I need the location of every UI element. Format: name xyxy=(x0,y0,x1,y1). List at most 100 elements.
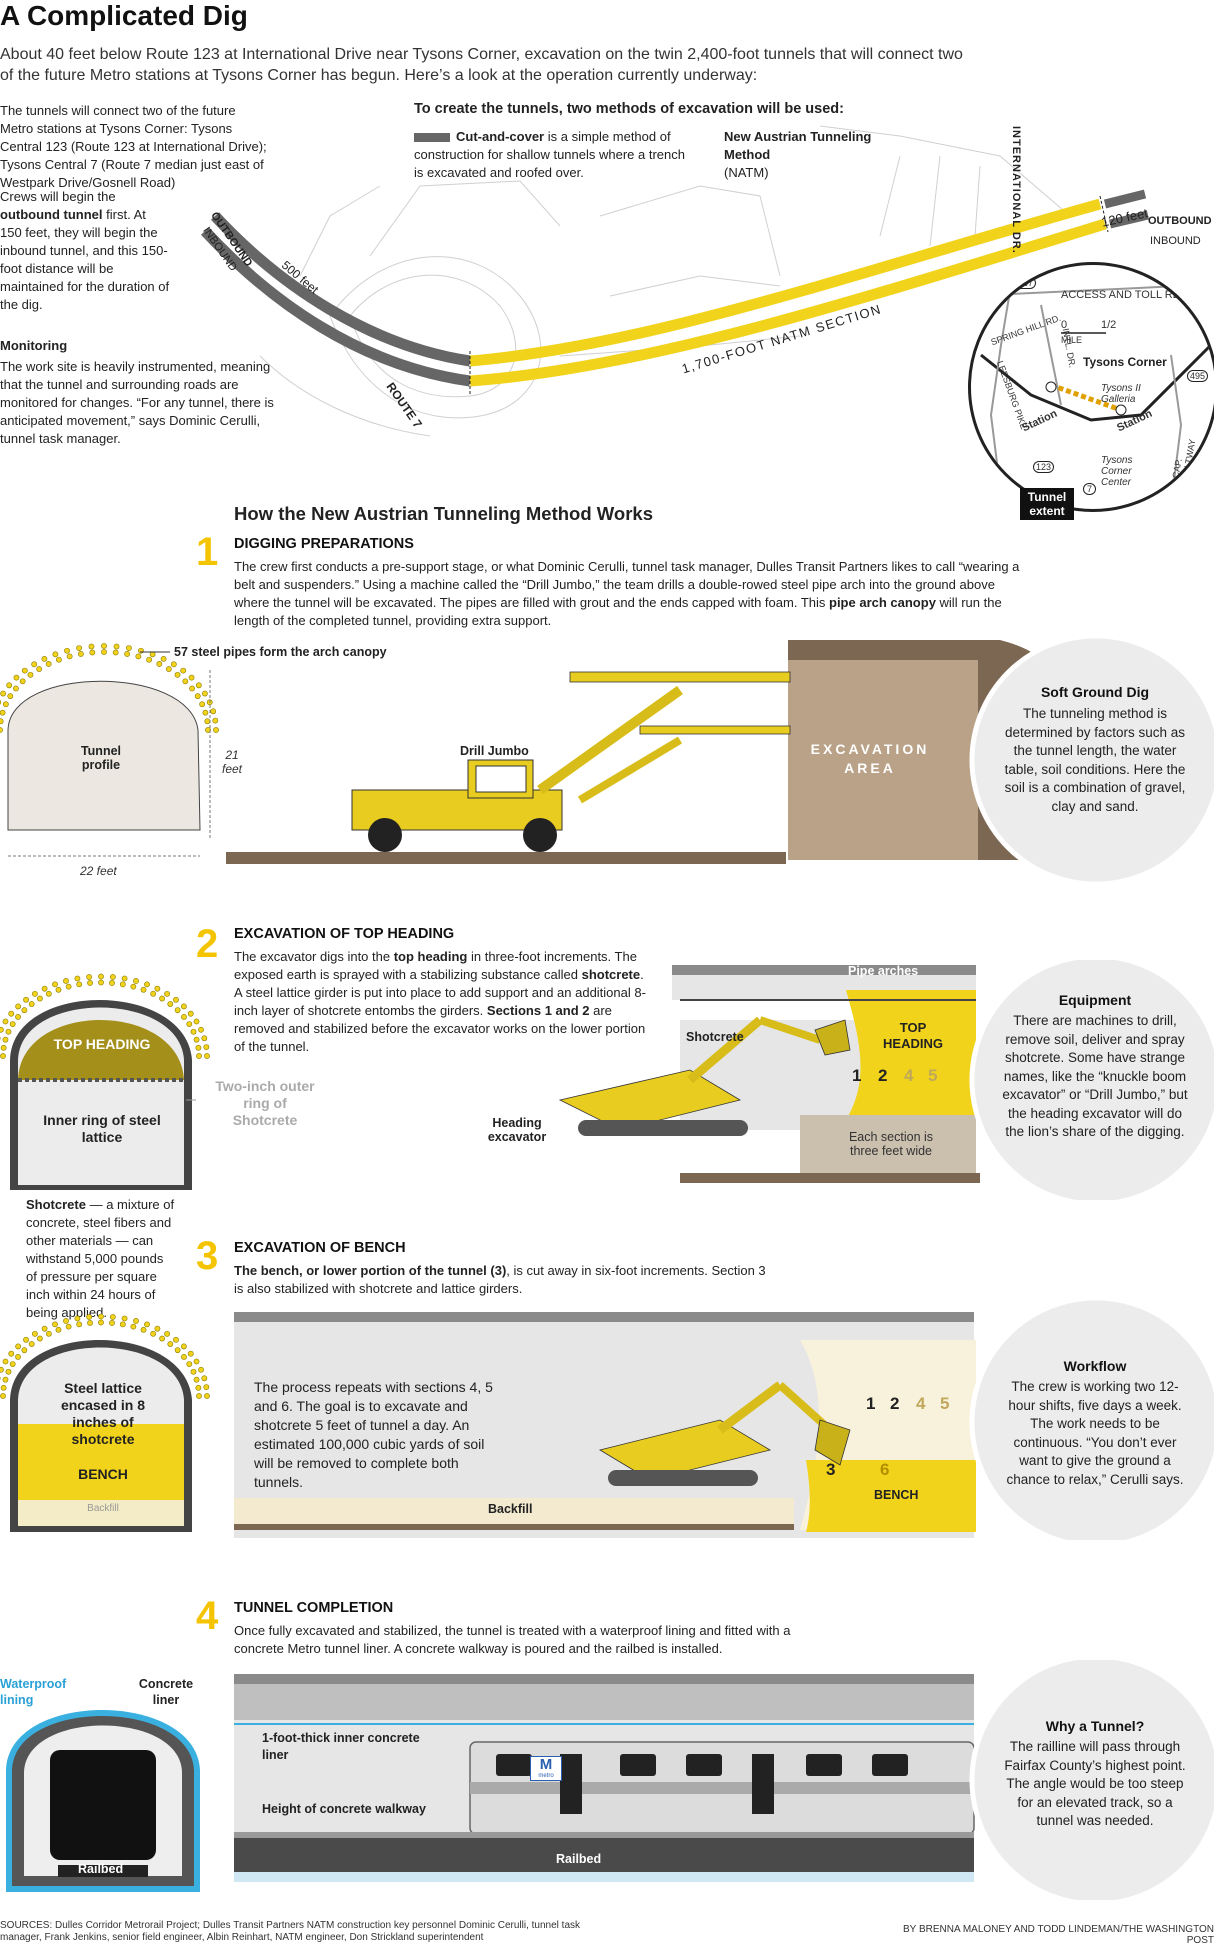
pipe-dot xyxy=(164,990,170,997)
pipe-dot xyxy=(87,1320,93,1326)
pipe-dot xyxy=(144,1321,150,1328)
pipe-dot xyxy=(199,701,206,708)
pipe-dot xyxy=(210,708,217,715)
pipe-dot xyxy=(188,674,195,681)
pipe-dot xyxy=(21,1347,28,1354)
pipe-dot xyxy=(41,1325,48,1332)
pipe-dot xyxy=(0,1044,7,1051)
pipe-dot xyxy=(196,1053,202,1059)
inner-liner-label: 1-foot-thick inner concrete liner xyxy=(262,1731,420,1762)
step2-side-text: There are machines to drill, remove soil… xyxy=(1002,1013,1188,1139)
tunnel-profile-label: Tunnel profile xyxy=(80,744,122,772)
pipe-dot xyxy=(0,727,3,733)
pipe-dot xyxy=(88,643,95,650)
pipe-dot xyxy=(193,1358,200,1365)
pipe-dot xyxy=(140,986,147,993)
pipe-dot xyxy=(52,651,59,658)
pipe-dot xyxy=(41,985,48,992)
pipe-dot xyxy=(8,1010,15,1017)
pipe-dot xyxy=(202,709,209,716)
pipe-dot xyxy=(121,975,128,982)
inset-locator-map: ACCESS AND TOLL RD 0 1/2 MILE Tysons Cor… xyxy=(968,262,1214,512)
step3-title: EXCAVATION OF BENCH xyxy=(234,1240,406,1256)
pipe-dot xyxy=(2,1358,9,1365)
pipe-dot xyxy=(0,1366,4,1373)
pipe-dot xyxy=(204,718,211,725)
top-heading-side-label: TOP HEADING xyxy=(883,1020,943,1051)
outer-ring-label: Two-inch outer ring of Shotcrete xyxy=(215,1078,315,1128)
drill-jumbo-label: Drill Jumbo xyxy=(460,744,529,758)
metro-logo-m: M xyxy=(539,1756,553,1773)
step1-text: The crew first conducts a pre-support st… xyxy=(234,558,1028,630)
step3-side-title: Workflow xyxy=(1063,1358,1127,1374)
pipe-dot xyxy=(180,1343,187,1350)
pipe-dot xyxy=(205,727,211,733)
section-2: 2 xyxy=(878,1066,888,1085)
step2-t3: . A steel lattice girder is put into pla… xyxy=(234,967,646,1018)
step2-number: 2 xyxy=(196,922,219,966)
pipe-dot xyxy=(76,645,82,652)
step1-text-a: The crew first conducts a pre-support st… xyxy=(234,559,1020,610)
pipe-dot xyxy=(174,1347,181,1354)
pipe-dot xyxy=(27,671,34,678)
scale-half: 1/2 xyxy=(1101,319,1117,331)
pipe-dot xyxy=(65,1323,72,1330)
crews-bold: outbound tunnel xyxy=(0,207,103,222)
pipe-dot xyxy=(7,693,14,700)
waterproof-label: Waterproof lining xyxy=(0,1677,67,1707)
pipe-dot xyxy=(74,1315,81,1322)
pipe-dot xyxy=(23,996,29,1003)
pipe-dot xyxy=(119,1321,126,1328)
pipe-dot xyxy=(32,1330,38,1337)
step2-title: EXCAVATION OF TOP HEADING xyxy=(234,926,455,942)
outbound-right-label: OUTBOUND xyxy=(1148,215,1212,227)
intl-dr-label: INTERNATIONAL DR. xyxy=(1010,126,1022,254)
heading-excavator-label: Heading excavator xyxy=(487,1116,547,1144)
pipe-dot xyxy=(28,1001,35,1007)
natm-heading: How the New Austrian Tunneling Method Wo… xyxy=(234,503,653,524)
crews-prefix: Crews will begin the xyxy=(0,189,116,204)
step1-side-text: The tunneling method is determined by fa… xyxy=(1004,706,1186,814)
heading-excavator-machine xyxy=(558,1016,851,1136)
step3-t1b: The bench, or lower portion of the tunne… xyxy=(234,1263,507,1278)
pipe-dot xyxy=(201,1375,208,1382)
pipe-dot xyxy=(140,1326,147,1333)
pipe-dot xyxy=(86,974,93,980)
pipe-dot xyxy=(98,979,104,986)
step1-number: 1 xyxy=(196,530,219,574)
pipe-dot xyxy=(181,1353,187,1360)
inset-access-road: ACCESS AND TOLL RD xyxy=(1061,289,1181,301)
pipe-dot xyxy=(87,980,93,986)
pipe-dot xyxy=(194,693,201,700)
pipe-dot xyxy=(174,1007,181,1014)
step4-text: Once fully excavated and stabilized, the… xyxy=(234,1623,791,1656)
pipe-dot xyxy=(2,1376,9,1383)
step3-illustration xyxy=(0,1300,1214,1540)
metro-logo-word: metro xyxy=(538,1773,554,1779)
pipe-dot xyxy=(193,1036,200,1043)
cut-and-cover-text: Cut-and-cover is a simple method of cons… xyxy=(414,128,686,182)
pipe-dot xyxy=(193,1018,200,1025)
pipe-arches-label: Pipe arches xyxy=(848,964,919,978)
step3-text: The bench, or lower portion of the tunne… xyxy=(234,1262,774,1298)
inset-tysons-corner: Tysons Corner xyxy=(1083,355,1167,369)
pipe-dot xyxy=(126,645,132,652)
backfill-label: Backfill xyxy=(488,1502,533,1516)
monitoring-text: The work site is heavily instrumented, m… xyxy=(0,359,274,446)
pipes-label: 57 steel pipes form the arch canopy xyxy=(174,645,387,659)
backfill-small-label: Backfill xyxy=(87,1503,119,1514)
pipe-dot xyxy=(154,985,161,992)
pipe-dot xyxy=(180,1003,187,1010)
pipe-dot xyxy=(203,1384,210,1390)
shotcrete-label: Shotcrete xyxy=(686,1030,744,1044)
pipe-dot xyxy=(77,651,84,657)
pipe-dot xyxy=(0,709,6,716)
bench-profile-label: BENCH xyxy=(78,1466,128,1482)
pipe-dot xyxy=(190,1028,197,1035)
pipe-dot xyxy=(109,1314,116,1320)
pipe-dot xyxy=(130,983,137,990)
step3-section-3: 3 xyxy=(826,1460,836,1479)
pipe-dot xyxy=(133,978,139,984)
step1-side-title: Soft Ground Dig xyxy=(1040,684,1150,700)
sources-text: SOURCES: Dulles Corridor Metrorail Proje… xyxy=(0,1920,581,1943)
